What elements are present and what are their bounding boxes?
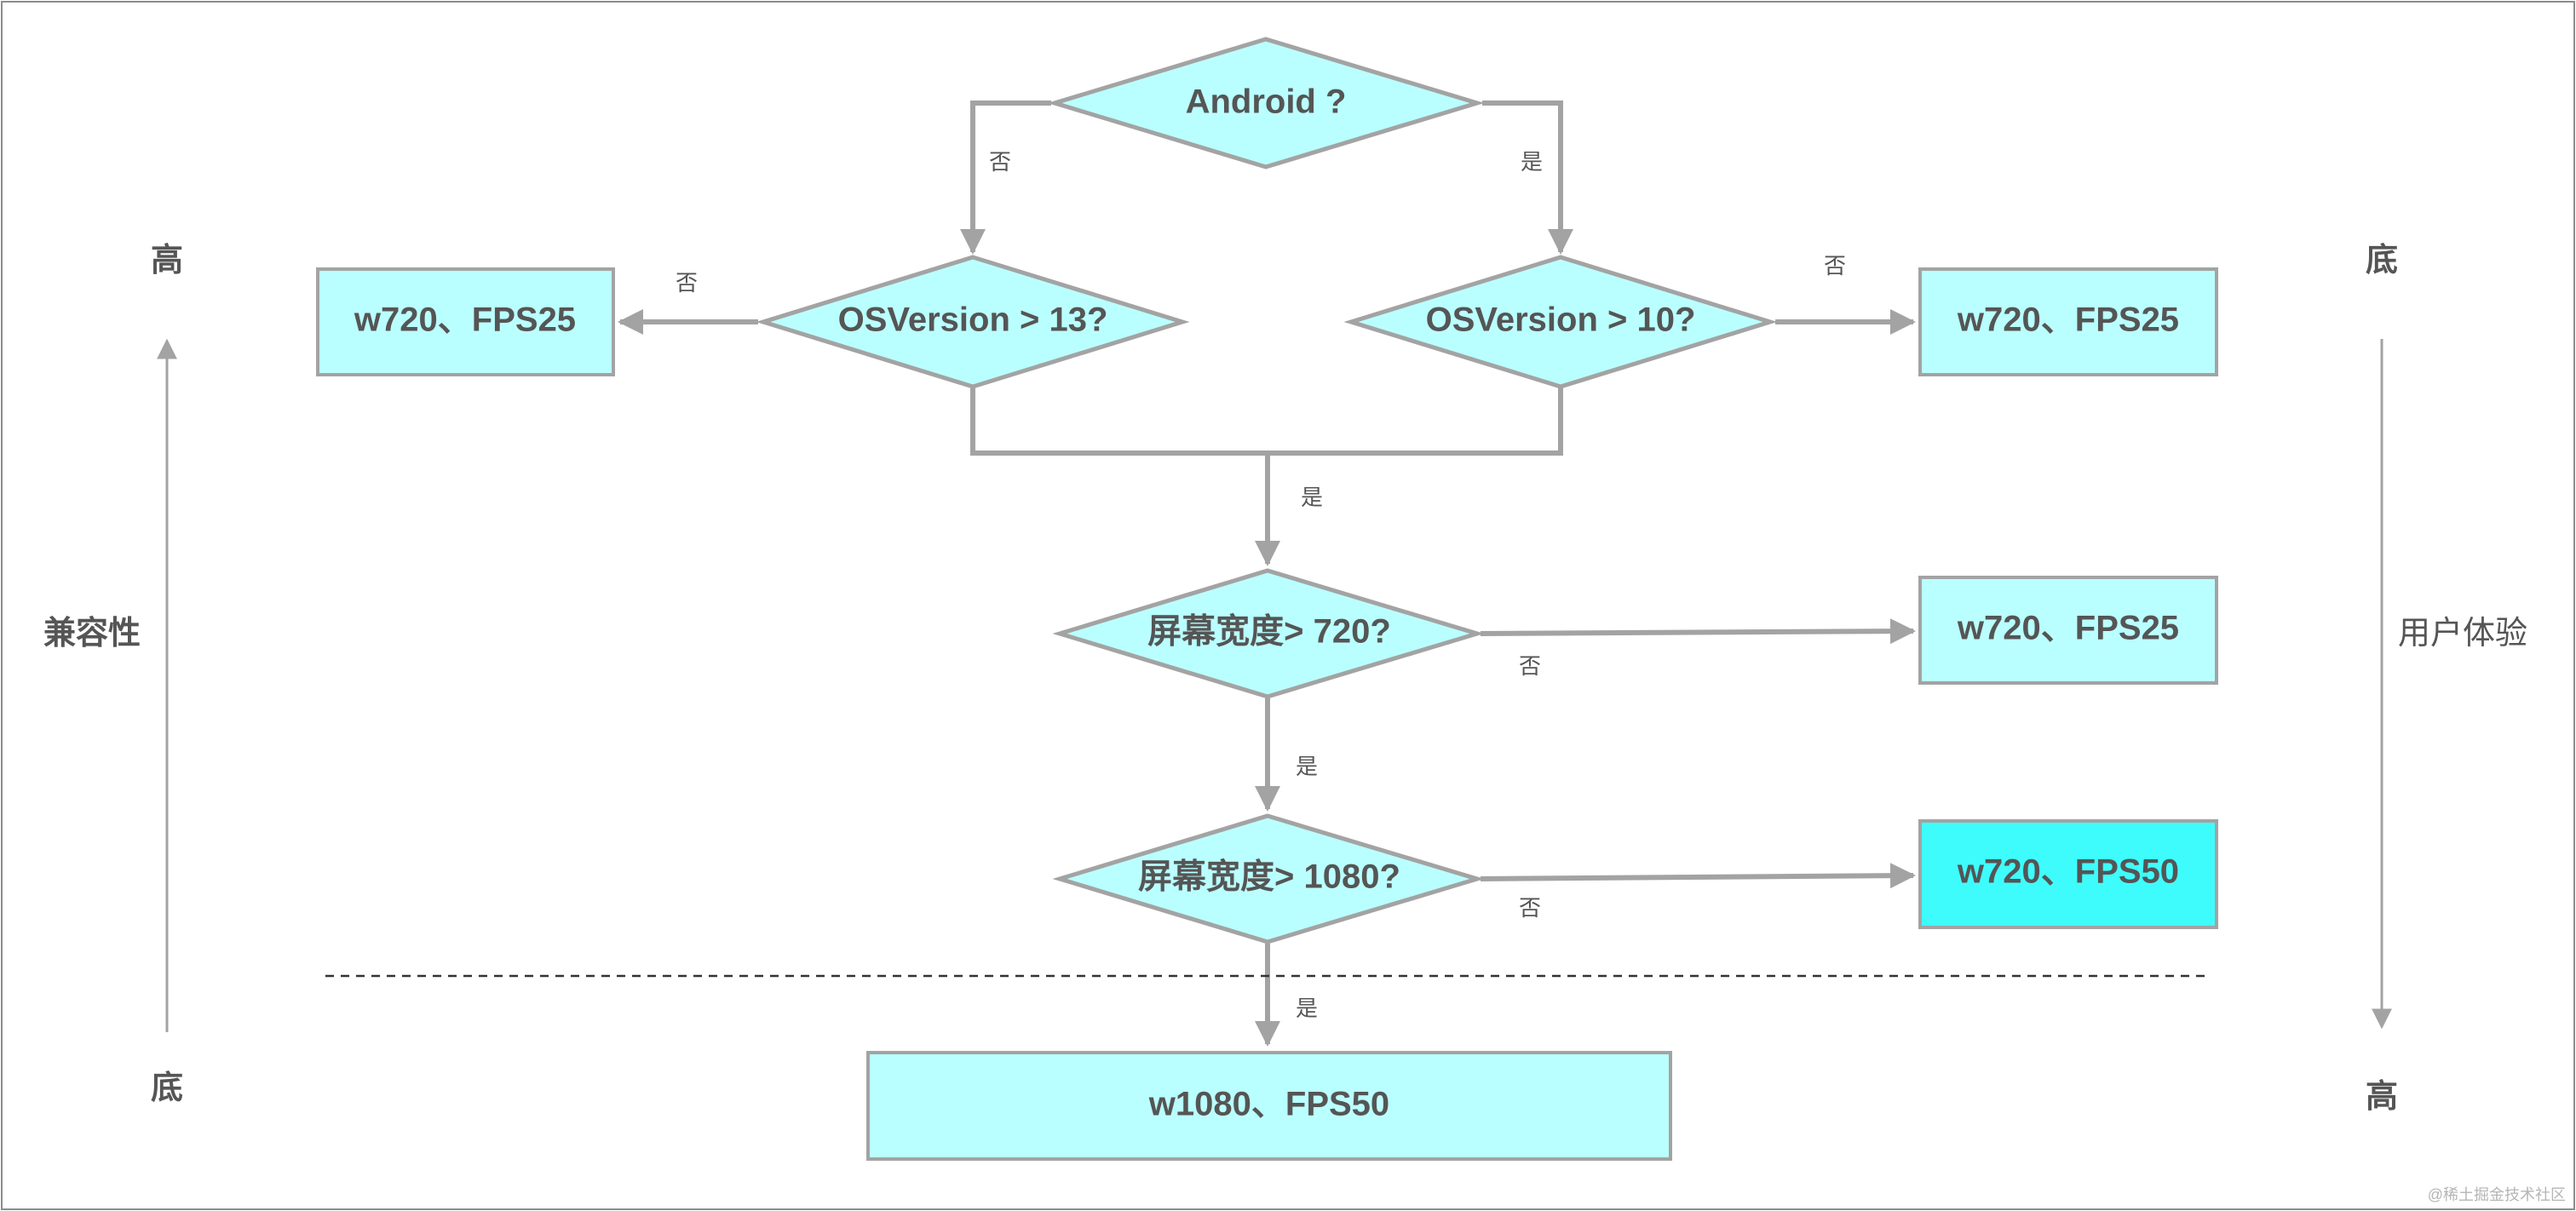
compatibility-label: 兼容性: [43, 616, 141, 651]
decision-os10-label: OSVersion > 10?: [1426, 301, 1696, 339]
decision-w1080: [1052, 813, 1485, 944]
decision-w1080-label: 屏幕宽度> 1080?: [1138, 858, 1400, 896]
edge-os-merge: [970, 385, 1563, 456]
decision-os13-label: OSVersion > 13?: [838, 301, 1108, 339]
decision-w720: [1052, 568, 1485, 699]
decision-w720-label: 屏幕宽度> 720?: [1147, 613, 1391, 651]
edge-w720-no: [1480, 618, 1916, 645]
result-bottom: [866, 1051, 1672, 1161]
edge-label-w1080-yes: 是: [1296, 996, 1318, 1021]
edge-label-os13-no: 否: [676, 270, 698, 296]
decision-os13: [756, 255, 1190, 389]
watermark: @稀土掘金技术社区: [2428, 1186, 2566, 1203]
experience-label: 用户体验: [2398, 616, 2527, 651]
result-right-bottom-label: w720、FPS50: [1957, 853, 2179, 891]
edge-label-merge-yes: 是: [1301, 485, 1323, 510]
decision-android-label: Android ?: [1186, 83, 1347, 121]
decision-os10: [1343, 255, 1778, 389]
edge-label-os10-no: 否: [1824, 253, 1846, 278]
edge-label-w720-no: 否: [1519, 653, 1541, 679]
result-left-label: w720、FPS25: [354, 301, 576, 339]
edge-label-w1080-no: 否: [1519, 895, 1541, 921]
edge-label-w720-yes: 是: [1296, 754, 1318, 779]
experience-high-label: 高: [2366, 1079, 2398, 1115]
edge-label-android-yes: 是: [1521, 149, 1543, 175]
result-right-top: [1918, 267, 2218, 376]
result-bottom-label: w1080、FPS50: [1148, 1086, 1389, 1123]
edge-android-no: [960, 100, 1051, 255]
result-right-bottom: [1918, 819, 2218, 929]
experience-low-label: 底: [2366, 243, 2398, 278]
compatibility-low-label: 底: [151, 1070, 183, 1106]
decision-android: [1047, 37, 1485, 169]
connectors: [618, 100, 1916, 1047]
result-right-mid: [1918, 576, 2218, 685]
result-left: [316, 267, 615, 376]
result-right-top-label: w720、FPS25: [1957, 301, 2179, 339]
edge-label-android-no: 否: [989, 149, 1011, 175]
edge-android-yes: [1482, 100, 1573, 255]
result-right-mid-label: w720、FPS25: [1957, 610, 2179, 647]
compatibility-high-label: 高: [151, 243, 183, 278]
edge-w1080-no: [1480, 863, 1916, 889]
